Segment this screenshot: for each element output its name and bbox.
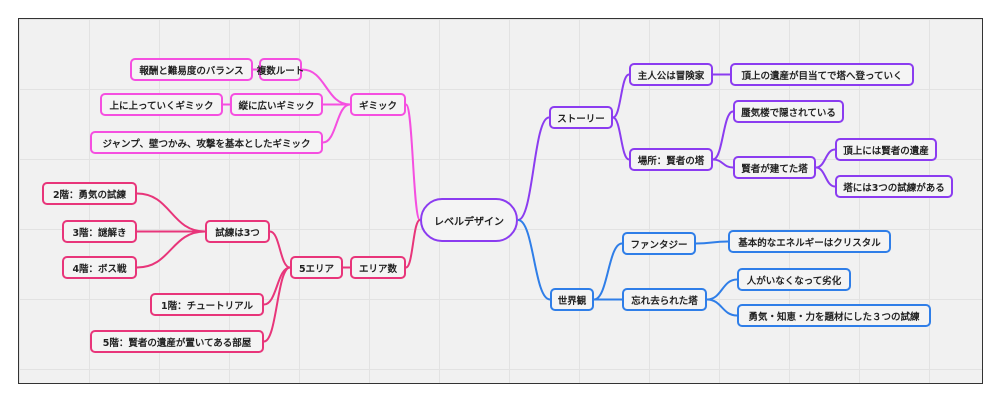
node-hero-goal[interactable]: 頂上の遺産が目当てで塔へ登っていく	[730, 63, 914, 86]
node-mirage[interactable]: 蜃気楼で隠されている	[733, 100, 844, 123]
connector-s2b-s2b1	[815, 148, 836, 169]
connector-w-w1	[593, 242, 623, 301]
node-crystal[interactable]: 基本的なエネルギーはクリスタル	[728, 230, 891, 253]
node-floor-2[interactable]: 2階：勇気の試練	[42, 182, 137, 205]
connector-c-a	[405, 219, 421, 269]
node-five-areas[interactable]: 5エリア	[290, 256, 343, 279]
node-three-trials[interactable]: 試練は3つ	[205, 220, 270, 243]
connector-c-s	[517, 116, 550, 221]
node-hero[interactable]: 主人公は冒険家	[629, 63, 713, 86]
connector-g-g3	[322, 103, 351, 144]
connector-w2-w2b	[706, 298, 738, 317]
node-reward-balance[interactable]: 報酬と難易度のバランス	[130, 58, 253, 81]
connector-c-g	[405, 103, 421, 221]
node-decay[interactable]: 人がいなくなって劣化	[737, 268, 851, 291]
node-area-count[interactable]: エリア数	[350, 256, 406, 279]
connector-s-s1	[612, 73, 630, 119]
connector-a2-f4	[136, 230, 206, 269]
node-floor-3[interactable]: 3階：謎解き	[62, 220, 137, 243]
node-floor-5[interactable]: 5階：賢者の遺産が置いてある部屋	[90, 330, 264, 353]
node-fantasy[interactable]: ファンタジー	[622, 232, 696, 255]
node-floor-1[interactable]: 1階：チュートリアル	[150, 293, 264, 316]
connector-s2b-s2b2	[815, 166, 836, 188]
connector-a2-f2	[136, 192, 206, 233]
node-story[interactable]: ストーリー	[549, 106, 613, 129]
central-node[interactable]: レベルデザイン	[420, 198, 518, 242]
connector-w2-w2a	[706, 278, 738, 301]
node-top-legacy[interactable]: 頂上には賢者の遺産	[835, 138, 937, 161]
connector-w1-w1a	[695, 240, 729, 245]
node-gimmick[interactable]: ギミック	[350, 93, 406, 116]
connector-a1-f5	[263, 266, 291, 343]
connector-s2-s2b	[712, 158, 734, 169]
node-multi-route[interactable]: 複数ルート	[257, 58, 304, 81]
connector-s2-s2a	[712, 110, 734, 161]
connector-c-w	[517, 219, 551, 301]
connector-a1-a2	[269, 230, 291, 269]
node-climb-gimmick[interactable]: 上に上っていくギミック	[100, 93, 223, 116]
node-place[interactable]: 場所：賢者の塔	[629, 148, 713, 171]
node-vertical-gimmick[interactable]: 縦に広いギミック	[230, 93, 323, 116]
node-floor-4[interactable]: 4階：ボス戦	[62, 256, 137, 279]
node-jump-gimmick[interactable]: ジャンプ、壁つかみ、攻撃を基本としたギミック	[90, 131, 323, 154]
connector-s-s2	[612, 116, 630, 161]
node-sage-built[interactable]: 賢者が建てた塔	[733, 156, 816, 179]
node-three-trials-tower[interactable]: 塔には3つの試練がある	[835, 175, 953, 198]
node-trial-theme[interactable]: 勇気・知恵・力を題材にした３つの試練	[737, 304, 931, 327]
node-world[interactable]: 世界観	[550, 288, 594, 311]
node-forgotten-tower[interactable]: 忘れ去られた塔	[622, 288, 707, 311]
